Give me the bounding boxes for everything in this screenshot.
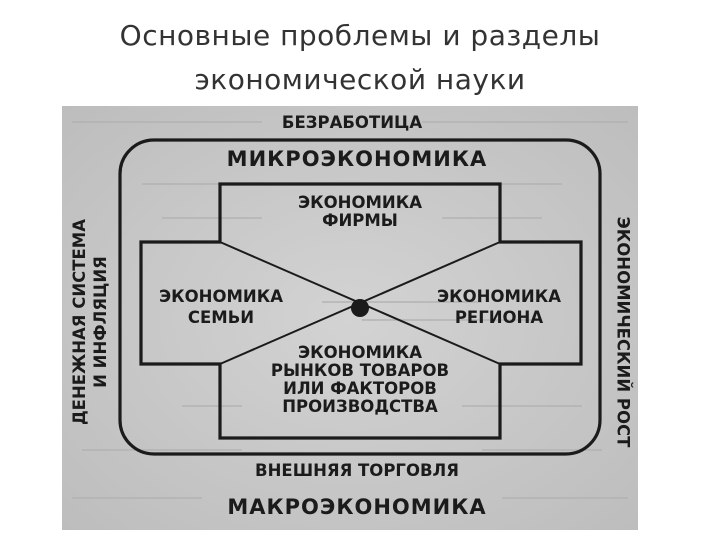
region-line-2: РЕГИОНА bbox=[454, 308, 544, 328]
markets-line-3: ИЛИ ФАКТОРОВ bbox=[283, 379, 437, 399]
markets-line-2: РЫНКОВ ТОВАРОВ bbox=[270, 361, 450, 381]
label-markets-economy: ЭКОНОМИКА РЫНКОВ ТОВАРОВ ИЛИ ФАКТОРОВ ПР… bbox=[248, 343, 472, 417]
economic-growth-text: ЭКОНОМИЧЕСКИЙ РОСТ bbox=[613, 216, 633, 448]
label-region-economy: ЭКОНОМИКА РЕГИОНА bbox=[424, 286, 574, 329]
family-line-1: ЭКОНОМИКА bbox=[159, 287, 283, 306]
firm-line-2: ФИРМЫ bbox=[322, 210, 398, 230]
label-money-system: ДЕНЕЖНАЯ СИСТЕМА И ИНФЛЯЦИЯ bbox=[66, 188, 114, 456]
label-unemployment: БЕЗРАБОТИЦА bbox=[281, 113, 423, 132]
label-microeconomics: МИКРОЭКОНОМИКА bbox=[226, 147, 488, 171]
label-macroeconomics: МАКРОЭКОНОМИКА bbox=[227, 495, 487, 519]
diagram-graphics bbox=[62, 106, 638, 530]
label-family-economy: ЭКОНОМИКА СЕМЬИ bbox=[146, 286, 296, 329]
slide-title-line-2: экономической науки bbox=[194, 63, 526, 96]
markets-line-4: ПРОИЗВОДСТВА bbox=[282, 397, 438, 417]
outer-frame bbox=[118, 138, 602, 456]
label-foreign-trade: ВНЕШНЯЯ ТОРГОВЛЯ bbox=[255, 461, 459, 480]
slide-title-line-1: Основные проблемы и разделы bbox=[119, 19, 601, 52]
family-line-2: СЕМЬИ bbox=[187, 308, 255, 328]
region-line-1: ЭКОНОМИКА bbox=[437, 287, 561, 306]
paper-background bbox=[62, 106, 638, 530]
label-economic-growth: ЭКОНОМИЧЕСКИЙ РОСТ bbox=[610, 201, 636, 463]
slide-title: Основные проблемы и разделы экономическо… bbox=[0, 14, 720, 102]
center-dot bbox=[351, 299, 369, 317]
label-firm-economy: ЭКОНОМИКА ФИРМЫ bbox=[262, 194, 458, 230]
firm-line-1: ЭКОНОМИКА bbox=[298, 193, 422, 212]
diagram-photo: БЕЗРАБОТИЦА МИКРОЭКОНОМИКА ЭКОНОМИКА ФИР… bbox=[62, 106, 638, 530]
markets-line-1: ЭКОНОМИКА bbox=[298, 343, 422, 362]
money-line-1: ДЕНЕЖНАЯ СИСТЕМА bbox=[70, 218, 89, 426]
money-line-2: И ИНФЛЯЦИЯ bbox=[91, 256, 110, 388]
